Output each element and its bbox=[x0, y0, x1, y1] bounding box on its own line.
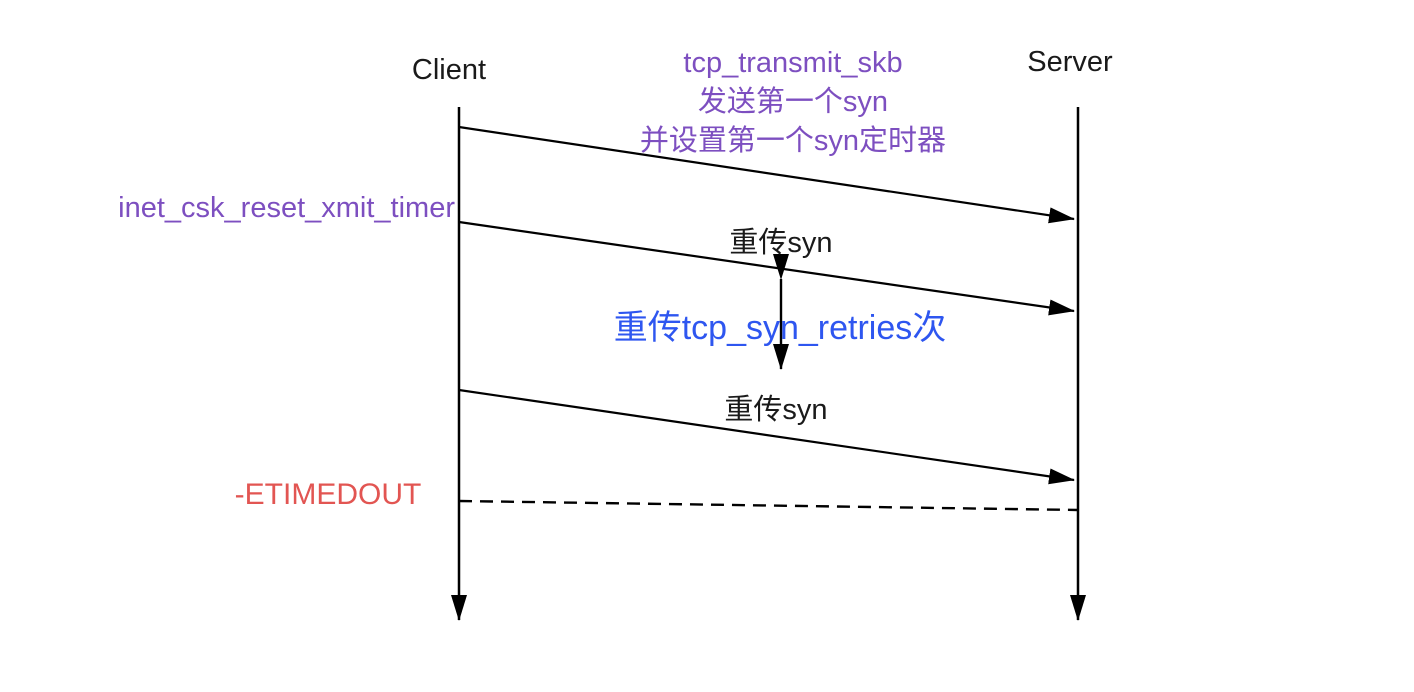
actor-label-client: Client bbox=[411, 54, 487, 86]
retransmit-syn-label-2: 重传syn bbox=[724, 394, 828, 426]
timeout-dashed-line bbox=[458, 499, 1079, 512]
syn-retransmit-arrow-1 bbox=[458, 220, 1075, 316]
top-note-line-3: 并设置第一个syn定时器 bbox=[639, 125, 947, 157]
top-note-tcp-transmit-skb: tcp_transmit_skb 发送第一个syn 并设置第一个syn定时器 bbox=[640, 44, 946, 161]
left-note-inet-csk-reset-xmit-timer: inet_csk_reset_xmit_timer bbox=[118, 192, 455, 224]
etimedout-label: -ETIMEDOUT bbox=[234, 478, 422, 511]
top-note-line-2: 发送第一个syn bbox=[697, 86, 889, 118]
syn-retransmit-arrow-2 bbox=[458, 388, 1075, 485]
retries-count-note: 重传tcp_syn_retries次 bbox=[613, 309, 947, 347]
actor-label-server: Server bbox=[1027, 46, 1113, 78]
top-note-line-1: tcp_transmit_skb bbox=[683, 47, 903, 79]
syn-message-arrow-1 bbox=[458, 125, 1075, 224]
retransmit-syn-label-1: 重传syn bbox=[729, 227, 833, 259]
